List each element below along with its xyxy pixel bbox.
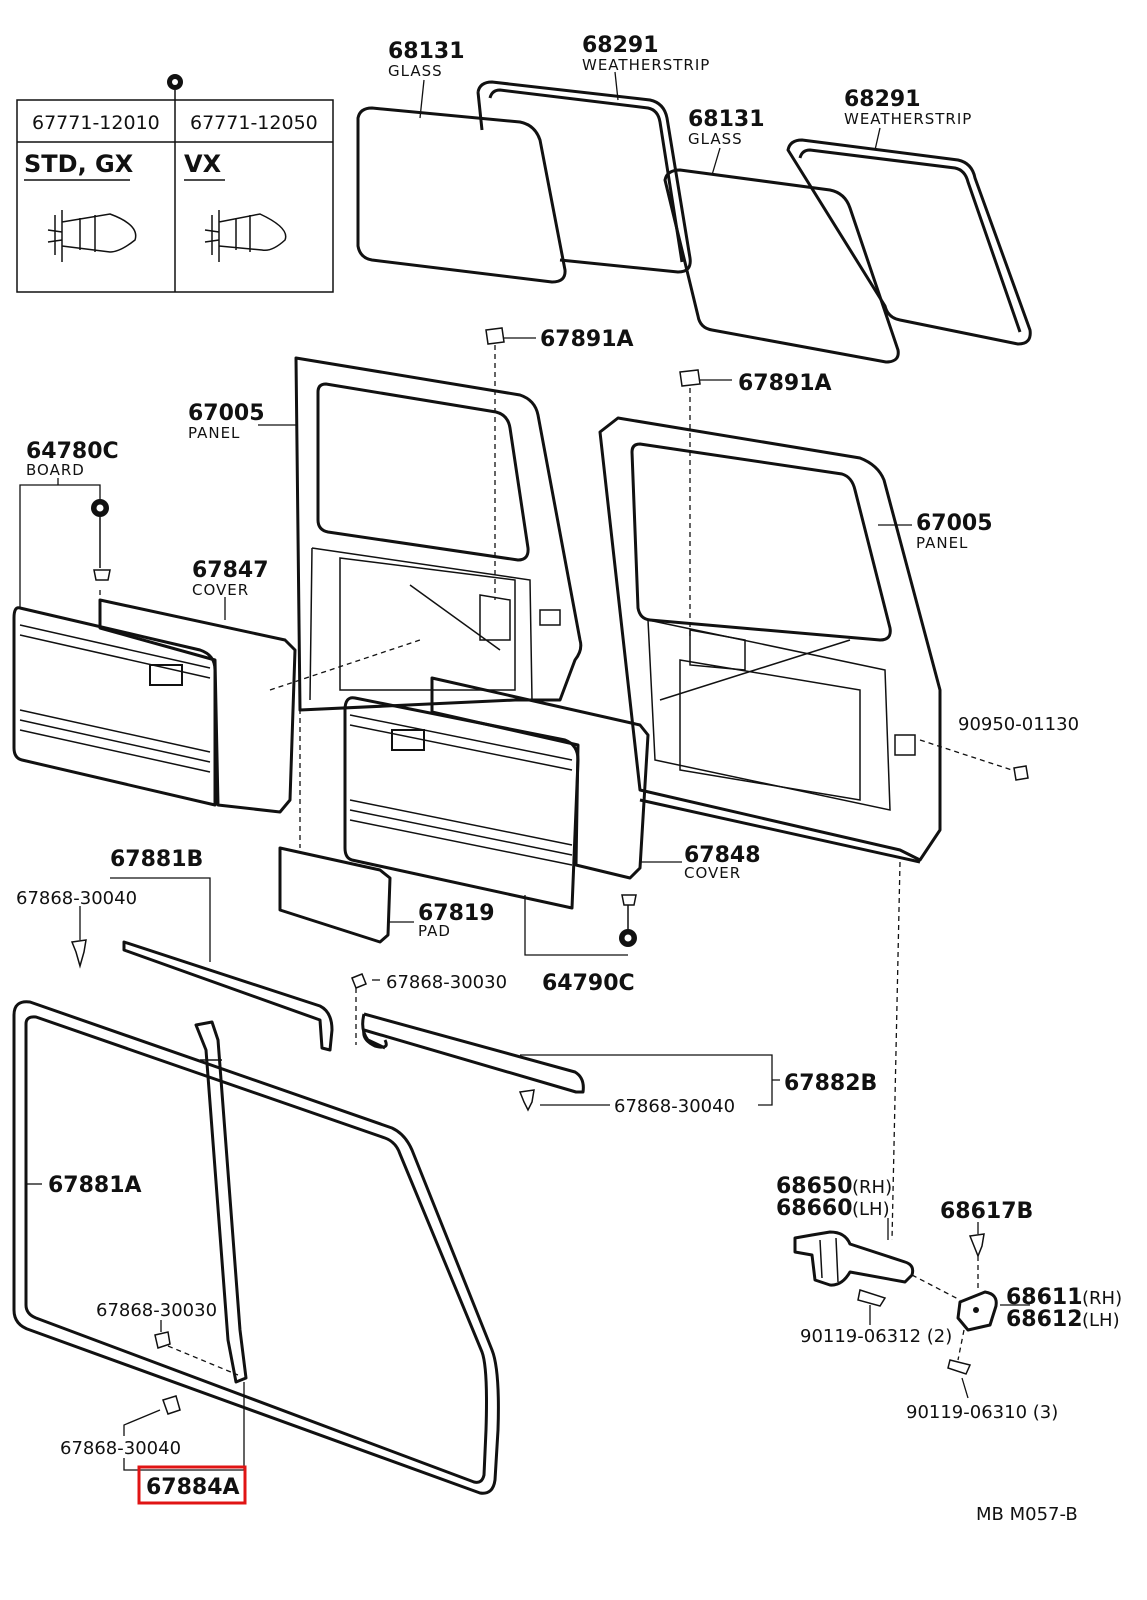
- panel-right: [598, 416, 942, 864]
- check-lh-num: 68612: [1006, 1307, 1083, 1332]
- ws-door-label: 67881A: [48, 1173, 142, 1198]
- clip-table-col2-part: 67771-12050: [190, 112, 318, 134]
- handle-rh-num: 68650: [776, 1174, 853, 1199]
- ws1-name: WEATHERSTRIP: [582, 56, 710, 74]
- glass1-name: GLASS: [388, 62, 443, 80]
- clip-d-label: 67868-30030: [96, 1300, 217, 1321]
- dashed-guides: [99, 345, 1013, 1376]
- pad-name: PAD: [418, 922, 451, 940]
- cover2-num: 67848: [684, 843, 761, 868]
- glass1-num: 68131: [388, 39, 465, 64]
- cover2-name: COVER: [684, 864, 741, 882]
- pad-num: 67819: [418, 901, 495, 926]
- board1-name: BOARD: [26, 461, 85, 479]
- clip-icon-c: [518, 1089, 535, 1112]
- pin-icon: [968, 1233, 985, 1259]
- door-handle: [793, 1230, 915, 1287]
- board-left: [12, 606, 217, 807]
- ws2-name: WEATHERSTRIP: [844, 110, 972, 128]
- board2-num: 64790C: [542, 971, 635, 996]
- clip-table-col1-part: 67771-12010: [32, 112, 160, 134]
- clip-std-icon: [47, 210, 137, 262]
- nut-label: 90950-01130: [958, 714, 1079, 735]
- panel1-name: PANEL: [188, 424, 240, 442]
- handle-rh-side: (RH): [852, 1177, 892, 1198]
- glass-left: [356, 106, 567, 284]
- cover-left: [98, 598, 297, 814]
- panel2-num: 67005: [916, 511, 993, 536]
- cover-right: [430, 676, 650, 880]
- seal-top1-icon: [485, 327, 505, 345]
- clip-icon-b: [351, 973, 367, 989]
- clip-a-label: 67868-30040: [16, 888, 137, 909]
- bolt-icon-2: [947, 1359, 972, 1375]
- glass-right: [663, 168, 900, 364]
- clip-table: 67771-12010 67771-12050 STD, GX VX: [16, 74, 334, 293]
- check-rh-side: (RH): [1082, 1288, 1122, 1309]
- clip-table-col2-grade: VX: [184, 150, 222, 178]
- board1-num: 64780C: [26, 439, 119, 464]
- outer-belt-strip-b: [122, 940, 334, 1052]
- clip-b-label: 67868-30030: [386, 972, 507, 993]
- strip-882-num: 67882B: [784, 1071, 877, 1096]
- panel1-num: 67005: [188, 401, 265, 426]
- bolt2-label: 90119-06310 (3): [906, 1402, 1058, 1423]
- highlighted-part[interactable]: 67884A: [137, 1465, 247, 1505]
- glass2-name: GLASS: [688, 130, 743, 148]
- inner-belt-strip-b: [361, 1012, 585, 1094]
- seal-top2-label: 67891A: [738, 371, 832, 396]
- panel-left: [294, 356, 583, 712]
- clip-icon-a: [70, 939, 87, 969]
- highlighted-part-label: 67884A: [146, 1475, 240, 1500]
- check-lh-side: (LH): [1082, 1310, 1120, 1331]
- bolt1-label: 90119-06312 (2): [800, 1326, 952, 1347]
- cover1-name: COVER: [192, 581, 249, 599]
- clip-c-label: 67868-30040: [614, 1096, 735, 1117]
- pad: [278, 846, 392, 944]
- seal-top2-icon: [679, 369, 701, 387]
- weatherstrip-right: [786, 138, 1032, 346]
- door-check-plate: [956, 1290, 998, 1332]
- grommet-icon-2: [619, 894, 637, 947]
- glass-run-channel: [194, 1020, 248, 1384]
- clip-icon-e: [162, 1395, 181, 1415]
- glass2-num: 68131: [688, 107, 765, 132]
- labels: 68131 GLASS 68291 WEATHERSTRIP 68131 GLA…: [16, 33, 1122, 1525]
- seal-top1-label: 67891A: [540, 327, 634, 352]
- handle-lh-num: 68660: [776, 1196, 853, 1221]
- cover1-num: 67847: [192, 558, 269, 583]
- door-weatherstrip: [12, 1000, 500, 1495]
- ws2-num: 68291: [844, 87, 921, 112]
- clip-vx-icon: [204, 210, 287, 262]
- leader-lines: [19, 71, 1030, 1471]
- grommet-icon: [91, 499, 111, 581]
- check-rh-num: 68611: [1006, 1285, 1083, 1310]
- clip-icon-d: [154, 1331, 171, 1349]
- handle-lh-side: (LH): [852, 1199, 890, 1220]
- clip-table-col1-grade: STD, GX: [24, 150, 134, 178]
- nut-icon: [1013, 765, 1029, 781]
- pin-label: 68617B: [940, 1199, 1033, 1224]
- bolt-icon-1: [857, 1289, 887, 1307]
- panel2-name: PANEL: [916, 534, 968, 552]
- diagram-code: MB M057-B: [976, 1504, 1078, 1525]
- weatherstrip-left: [476, 80, 692, 274]
- clip-e-label: 67868-30040: [60, 1438, 181, 1459]
- ws1-num: 68291: [582, 33, 659, 58]
- board-right: [343, 696, 580, 910]
- strip-b-num: 67881B: [110, 847, 203, 872]
